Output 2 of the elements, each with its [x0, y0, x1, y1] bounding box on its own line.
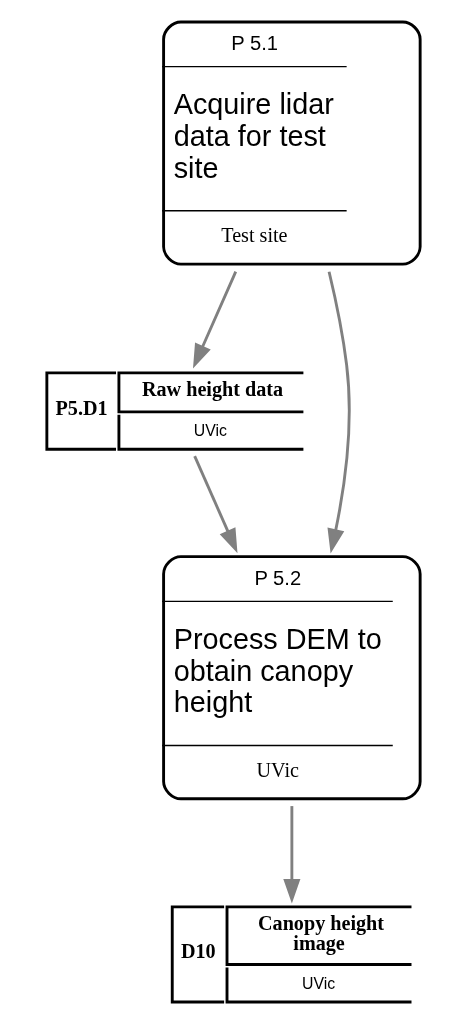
node-text: D10 Canopy height image UVic [180, 911, 384, 992]
node-text: P5.D1 Raw height data UVic [55, 377, 283, 439]
